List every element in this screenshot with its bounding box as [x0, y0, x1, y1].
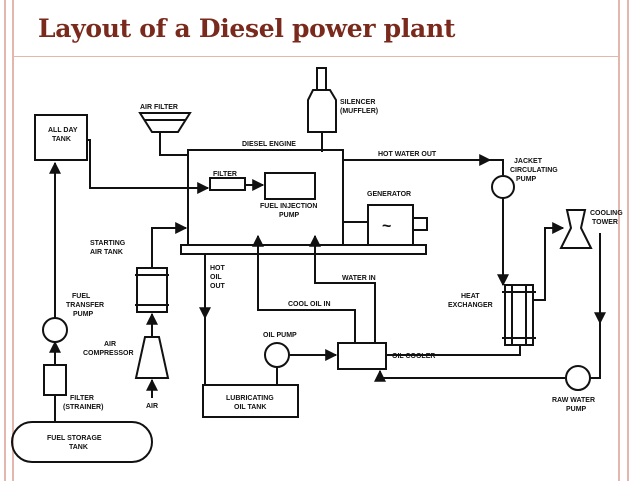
water-in-line: [309, 234, 376, 343]
label-filter-strainer-1: FILTER: [70, 395, 94, 402]
label-jacket-pump-2: CIRCULATING: [510, 167, 558, 174]
cooler-return-line: [386, 345, 521, 356]
heat-exchanger: [504, 284, 534, 346]
generator-shaft-right: [412, 217, 428, 231]
title-rule: [12, 56, 618, 57]
label-heat-exchanger-1: HEAT: [461, 293, 480, 300]
label-fuel-storage-tank-2: TANK: [69, 444, 88, 451]
air-tank-to-engine: [151, 222, 188, 268]
oil-pump: [264, 342, 290, 368]
label-fuel-injection-1: FUEL INJECTION: [260, 203, 317, 210]
engine-base: [180, 244, 427, 255]
air-compressor: [134, 336, 170, 379]
fuel-transfer-pump: [42, 317, 68, 343]
label-all-day-tank-1: ALL DAY: [48, 127, 78, 134]
silencer-body: [307, 89, 337, 133]
slide-title: Layout of a Diesel power plant: [38, 14, 456, 43]
label-hot-water-out: HOT WATER OUT: [378, 151, 437, 158]
jacket-circulating-pump: [491, 175, 515, 199]
label-muffler: (MUFFLER): [340, 108, 378, 115]
fuel-filter: [209, 177, 246, 191]
label-cooling-tower-1: COOLING: [590, 210, 623, 217]
label-water-in: WATER IN: [342, 275, 376, 282]
label-fuel-injection-2: PUMP: [279, 212, 300, 219]
fuel-injection-pump: [264, 172, 316, 200]
label-generator: GENERATOR: [367, 191, 411, 198]
label-diesel-engine: DIESEL ENGINE: [242, 141, 296, 148]
label-filter: FILTER: [213, 171, 237, 178]
label-starting-air-tank-1: STARTING: [90, 240, 126, 247]
raw-water-pump: [565, 365, 591, 391]
all-day-tank: [34, 114, 88, 161]
filter-strainer: [43, 364, 67, 396]
air-filter: [138, 112, 192, 133]
label-raw-water-pump-2: PUMP: [566, 406, 587, 413]
oil-cooler: [337, 342, 387, 370]
generator-symbol: ~: [382, 218, 391, 235]
raw-water-to-cooler: [374, 369, 565, 382]
label-hot-oil-out-2: OIL: [210, 274, 222, 281]
label-air: AIR: [146, 403, 158, 410]
label-jacket-pump-1: JACKET: [514, 158, 543, 165]
label-filter-strainer-2: (STRAINER): [63, 404, 103, 411]
label-hot-oil-out-1: HOT: [210, 265, 226, 272]
label-air-compressor-1: AIR: [104, 341, 116, 348]
label-fuel-transfer-pump-1: FUEL: [72, 293, 91, 300]
label-all-day-tank-2: TANK: [52, 136, 71, 143]
label-air-compressor-2: COMPRESSOR: [83, 350, 134, 357]
label-jacket-pump-3: PUMP: [516, 176, 537, 183]
exchanger-to-tower: [533, 222, 565, 301]
label-silencer: SILENCER: [340, 99, 375, 106]
label-fuel-transfer-pump-2: TRANSFER: [66, 302, 104, 309]
fuel-storage-tank: [11, 421, 153, 463]
label-lubricating-tank-2: OIL TANK: [234, 404, 266, 411]
label-lubricating-tank-1: LUBRICATING: [226, 395, 274, 402]
label-cooling-tower-2: TOWER: [592, 219, 618, 226]
label-starting-air-tank-2: AIR TANK: [90, 249, 123, 256]
lubricating-oil-tank: [202, 384, 299, 418]
label-fuel-storage-tank-1: FUEL STORAGE: [47, 435, 102, 442]
cooling-tower: [559, 209, 593, 249]
air-filter-pipe: [159, 132, 188, 156]
label-heat-exchanger-2: EXCHANGER: [448, 302, 493, 309]
label-oil-cooler: OIL COOLER: [392, 353, 435, 360]
silencer-pipe: [316, 67, 327, 91]
day-tank-to-filter: [87, 139, 210, 194]
label-air-filter: AIR FILTER: [140, 104, 178, 111]
cool-oil-in-line: [252, 234, 356, 343]
label-fuel-transfer-pump-3: PUMP: [73, 311, 94, 318]
label-cool-oil-in: COOL OIL IN: [288, 301, 331, 308]
label-raw-water-pump-1: RAW WATER: [552, 397, 595, 404]
label-oil-pump: OIL PUMP: [263, 332, 297, 339]
label-hot-oil-out-3: OUT: [210, 283, 226, 290]
